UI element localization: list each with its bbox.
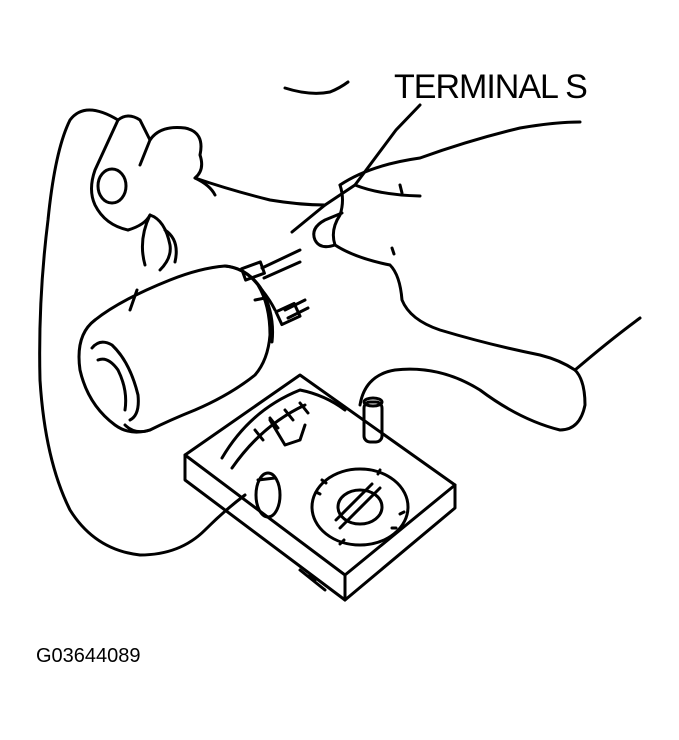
left-hand [92,116,326,270]
ohmmeter [185,375,455,600]
sketch-mark [285,82,348,93]
solenoid-switch [79,250,308,432]
callout-label: TERMINAL S [394,68,588,106]
meter-leads [40,110,585,555]
figure-id: G03644089 [36,645,141,667]
callout-leader-line [292,105,420,232]
right-hand [314,122,640,370]
